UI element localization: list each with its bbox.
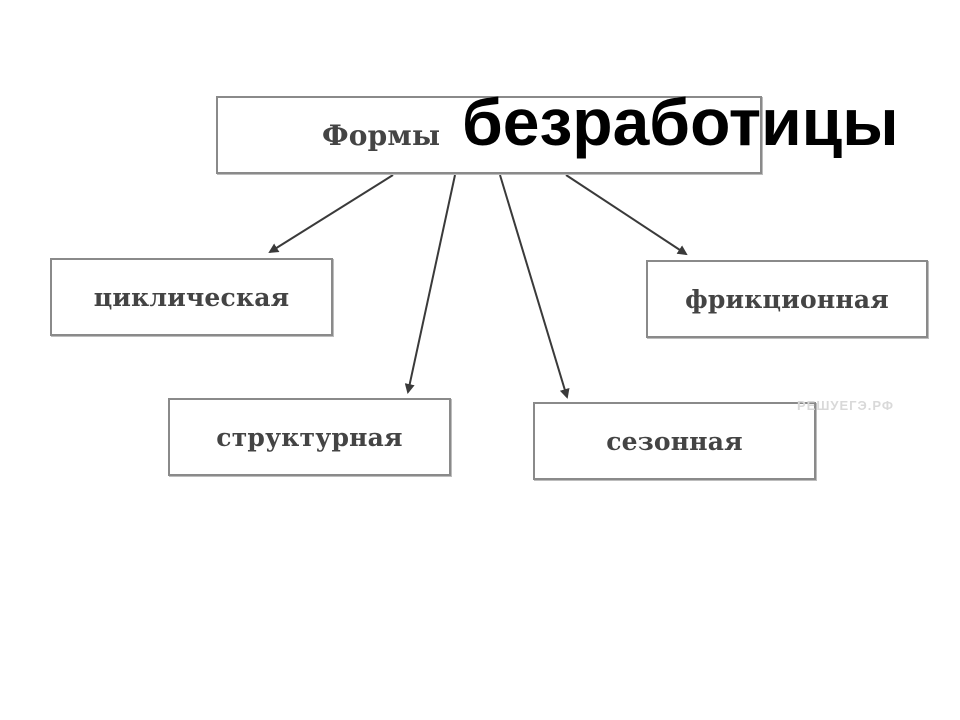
node-frictional: фрикционная bbox=[646, 260, 928, 338]
watermark: РЕШУЕГЭ.РФ bbox=[797, 398, 894, 413]
node-frictional-label: фрикционная bbox=[685, 284, 889, 314]
root-label-unemployment: безработицы bbox=[462, 85, 899, 159]
node-structural: структурная bbox=[168, 398, 451, 476]
node-cyclic: циклическая bbox=[50, 258, 333, 336]
root-label-forms: Формы bbox=[322, 118, 441, 152]
node-seasonal-label: сезонная bbox=[606, 426, 743, 456]
node-structural-label: структурная bbox=[216, 422, 403, 452]
root-node: Формы bbox=[216, 96, 762, 174]
arrow-to-cyclic bbox=[268, 174, 394, 254]
arrow-to-seasonal bbox=[499, 174, 570, 399]
arrow-to-frictional bbox=[565, 174, 688, 256]
node-cyclic-label: циклическая bbox=[93, 282, 290, 312]
arrow-to-structural bbox=[404, 174, 456, 394]
node-seasonal: сезонная bbox=[533, 402, 816, 480]
